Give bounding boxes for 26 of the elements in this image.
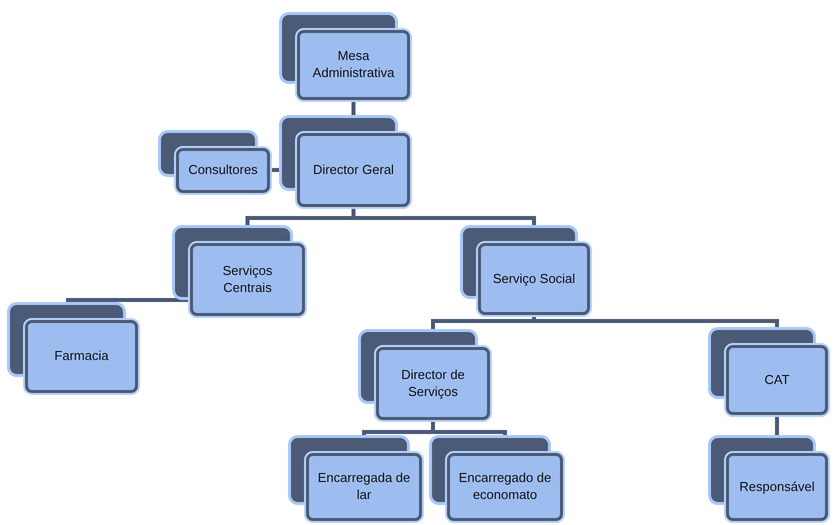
stacked-org-box [711, 438, 828, 521]
stacked-org-box [10, 305, 138, 393]
box-label: Serviços Centrais [222, 262, 274, 296]
box-label: Mesa Administrativa [312, 48, 396, 82]
stacked-org-box [175, 228, 305, 316]
box-label: Encarregado de economato [458, 470, 552, 504]
stacked-org-box [282, 118, 410, 207]
box-label: Director de Serviços [400, 366, 466, 400]
stacked-org-box [432, 438, 563, 521]
connector-line [532, 315, 779, 330]
stacked-org-box [711, 330, 828, 415]
stacked-org-box [361, 332, 490, 420]
box-label: Encarregada de lar [316, 470, 412, 504]
box-label: CAT [764, 372, 790, 388]
box-label: Farmacia [54, 348, 109, 365]
connector-line [66, 298, 190, 305]
stacked-org-box [282, 15, 410, 100]
stacked-org-box [161, 133, 270, 193]
box-label: Director Geral [313, 162, 394, 178]
connector-line [775, 415, 779, 438]
connector-line [352, 100, 356, 118]
box-label: Responsável [739, 478, 815, 496]
box-label: Serviço Social [492, 270, 576, 288]
box-label: Consultores [188, 162, 258, 179]
stacked-org-box [291, 438, 422, 521]
stacked-org-box [463, 228, 590, 315]
